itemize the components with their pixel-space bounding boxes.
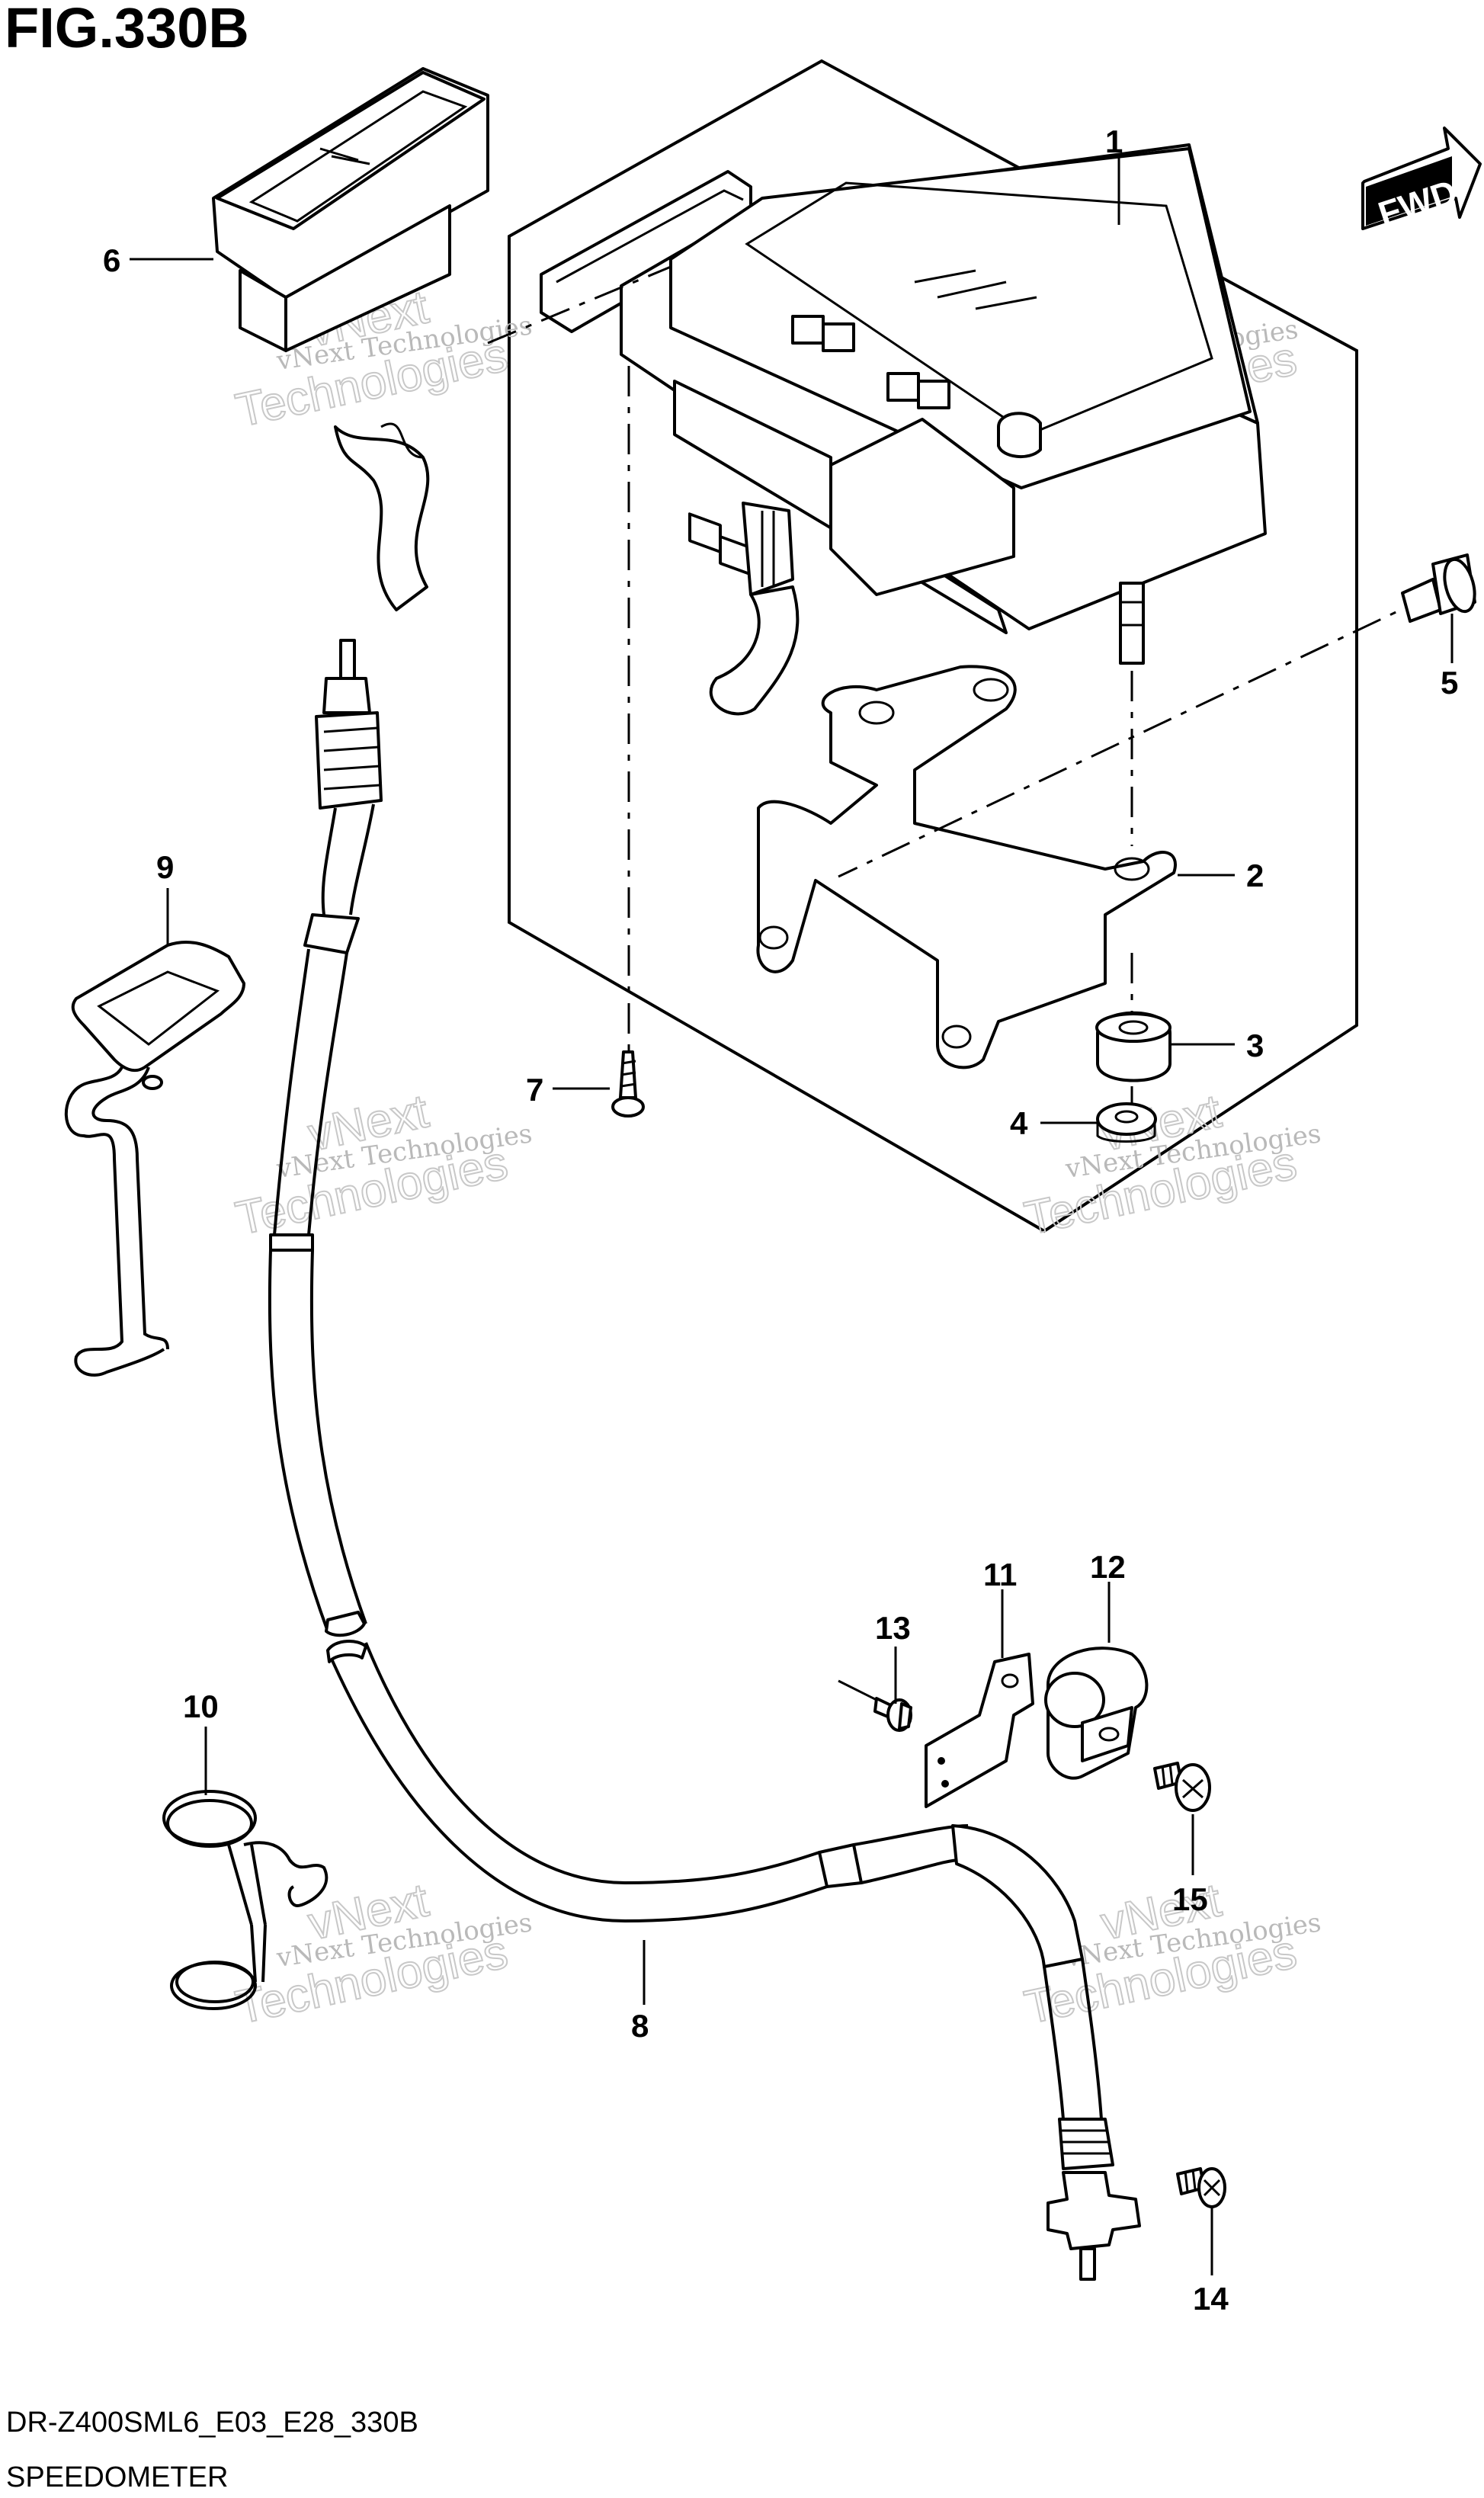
leader-lines xyxy=(130,155,1454,2275)
callout-9: 9 xyxy=(156,849,174,885)
part-8-speedometer-cable xyxy=(268,639,1141,2281)
callout-15: 15 xyxy=(1172,1881,1208,1917)
figure-name: SPEEDOMETER xyxy=(6,2461,228,2493)
guide-lines xyxy=(487,265,1434,1105)
fwd-arrow-icon: FWD xyxy=(1361,127,1482,234)
callout-3: 3 xyxy=(1246,1028,1264,1063)
part-14-screw xyxy=(1176,2167,1226,2208)
part-5-bolt xyxy=(1401,553,1476,623)
part-9-wire-clamp xyxy=(64,940,245,1377)
part-13-push-rivet xyxy=(838,1679,912,1732)
callout-2: 2 xyxy=(1246,858,1264,893)
part-11-clamp-bracket xyxy=(925,1653,1034,1808)
callout-1: 1 xyxy=(1105,123,1123,159)
part-2-bracket xyxy=(756,665,1177,1069)
callout-7: 7 xyxy=(526,1072,543,1108)
callout-13: 13 xyxy=(875,1610,911,1646)
callout-11: 11 xyxy=(983,1557,1017,1592)
callout-8: 8 xyxy=(631,2008,649,2044)
callout-12: 12 xyxy=(1090,1549,1126,1585)
part-7-screw xyxy=(611,1050,645,1118)
assembly-boundary xyxy=(508,59,1358,1233)
figure-code: DR-Z400SML6_E03_E28_330B xyxy=(6,2407,418,2439)
part-6-indicator-lamp xyxy=(212,67,489,611)
part-4-washer xyxy=(1096,1102,1157,1143)
part-3-grommet xyxy=(1095,1011,1171,1082)
callout-10: 10 xyxy=(183,1688,219,1724)
figure-title: FIG.330B xyxy=(5,0,249,59)
callout-4: 4 xyxy=(1010,1105,1028,1141)
part-1-speedometer xyxy=(540,143,1267,716)
part-15-screw xyxy=(1153,1762,1211,1812)
part-12-cable-clamp xyxy=(1044,1647,1149,1780)
callout-14: 14 xyxy=(1193,2281,1229,2317)
callout-6: 6 xyxy=(103,242,120,278)
callout-labels: 1 2 3 4 5 6 7 8 9 10 11 12 13 14 15 xyxy=(103,123,1458,2317)
callout-5: 5 xyxy=(1441,665,1458,701)
part-10-spring-clip xyxy=(162,1790,329,2010)
